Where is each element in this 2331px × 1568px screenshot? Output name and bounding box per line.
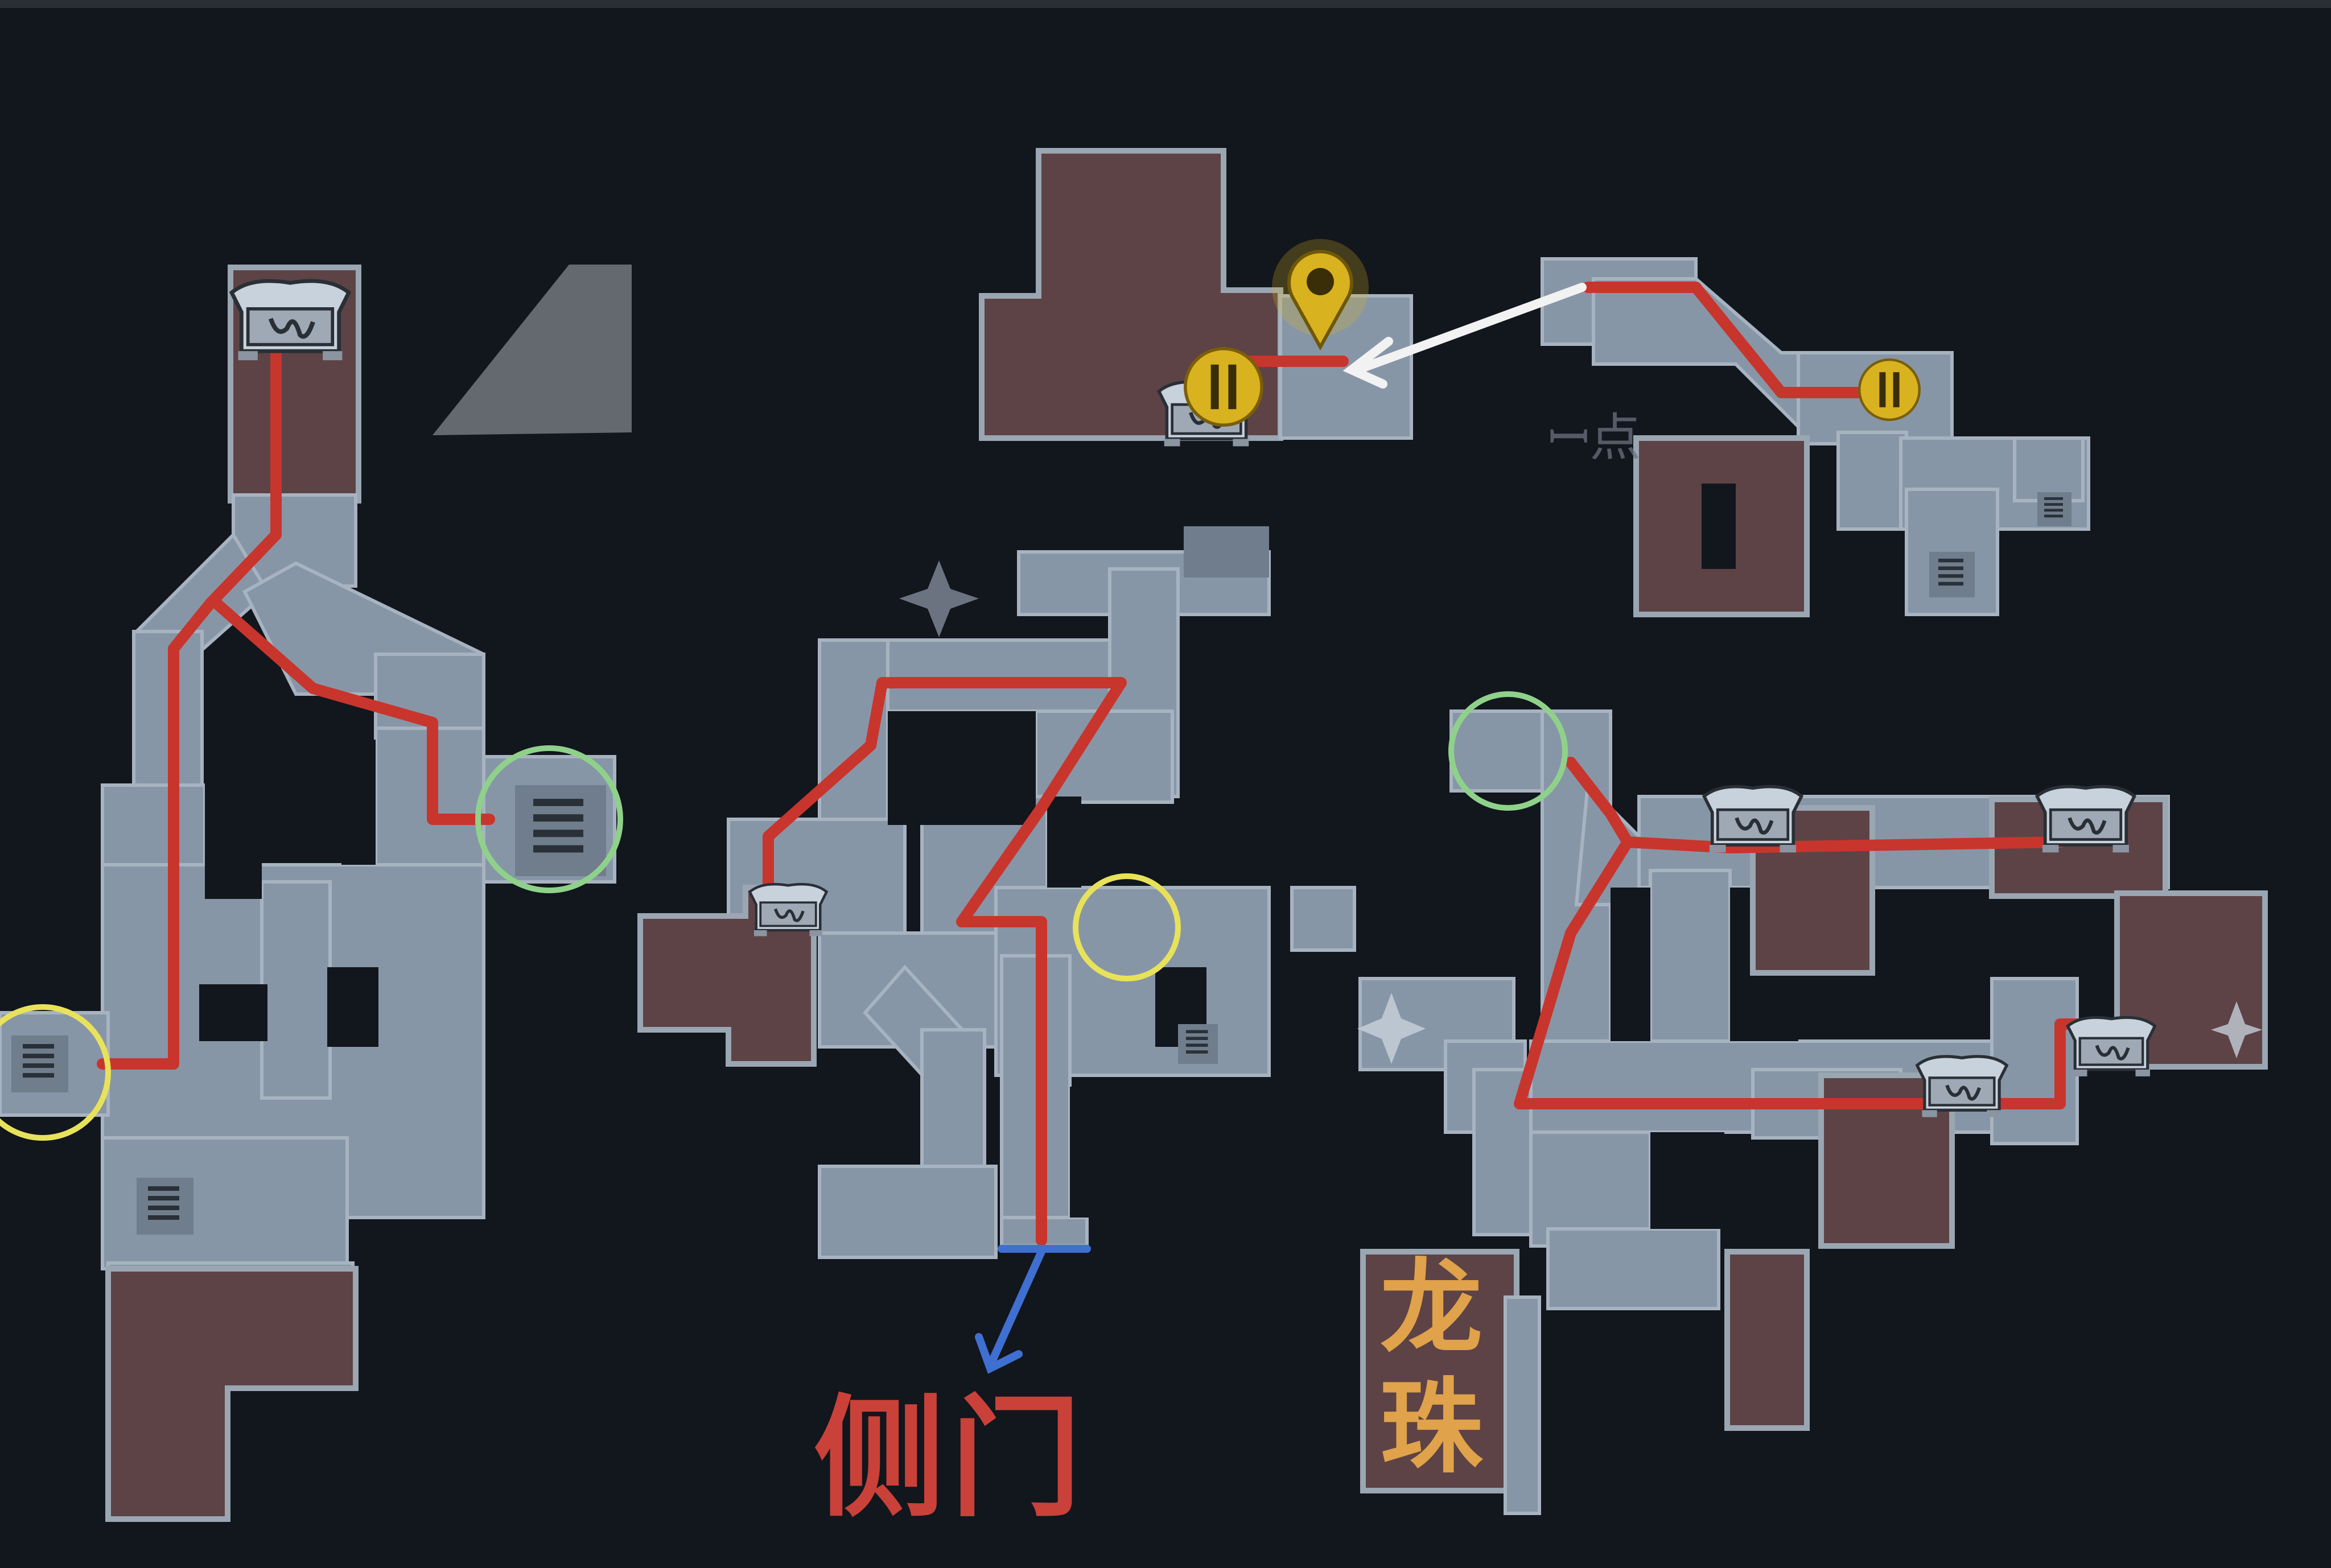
stairs-icon [1929, 552, 1975, 597]
chest-icon [2037, 787, 2135, 853]
green-circle-marker [475, 745, 623, 893]
pointer-arrow-icon [1342, 283, 1587, 389]
gold-door-icon[interactable] [1859, 360, 1920, 420]
stairs-icon [1178, 1024, 1218, 1064]
exit-arrow-icon [975, 1245, 1091, 1374]
compass-star-icon [1357, 993, 1426, 1064]
map-pin-icon[interactable] [1272, 239, 1369, 351]
gold-door-icon[interactable] [1185, 349, 1262, 425]
yellow-circle-marker [1073, 873, 1181, 981]
green-circle-marker [1448, 691, 1568, 811]
light-beam [433, 265, 632, 435]
stairs-icon [2037, 492, 2071, 526]
chest-icon [232, 281, 349, 360]
compass-star-icon [899, 560, 979, 637]
stairs-icon [515, 785, 606, 876]
route-paths [97, 282, 2111, 1246]
compass-star-icon [2211, 1001, 2262, 1058]
chest-icon [750, 884, 827, 936]
side-door-label: 侧门 [814, 1383, 1088, 1535]
chest-icon [2068, 1017, 2155, 1076]
faded-label: ꟷ点 [1548, 408, 1641, 468]
dragon-pearl-label: 龙 [1380, 1249, 1483, 1368]
stairs-icon [11, 1035, 68, 1092]
dragon-pearl-label: 珠 [1380, 1368, 1483, 1487]
yellow-circle-marker [0, 1004, 111, 1141]
chest-icon [1704, 787, 1802, 853]
stairs-icon [137, 1178, 193, 1235]
chest-icon [1917, 1057, 2007, 1117]
